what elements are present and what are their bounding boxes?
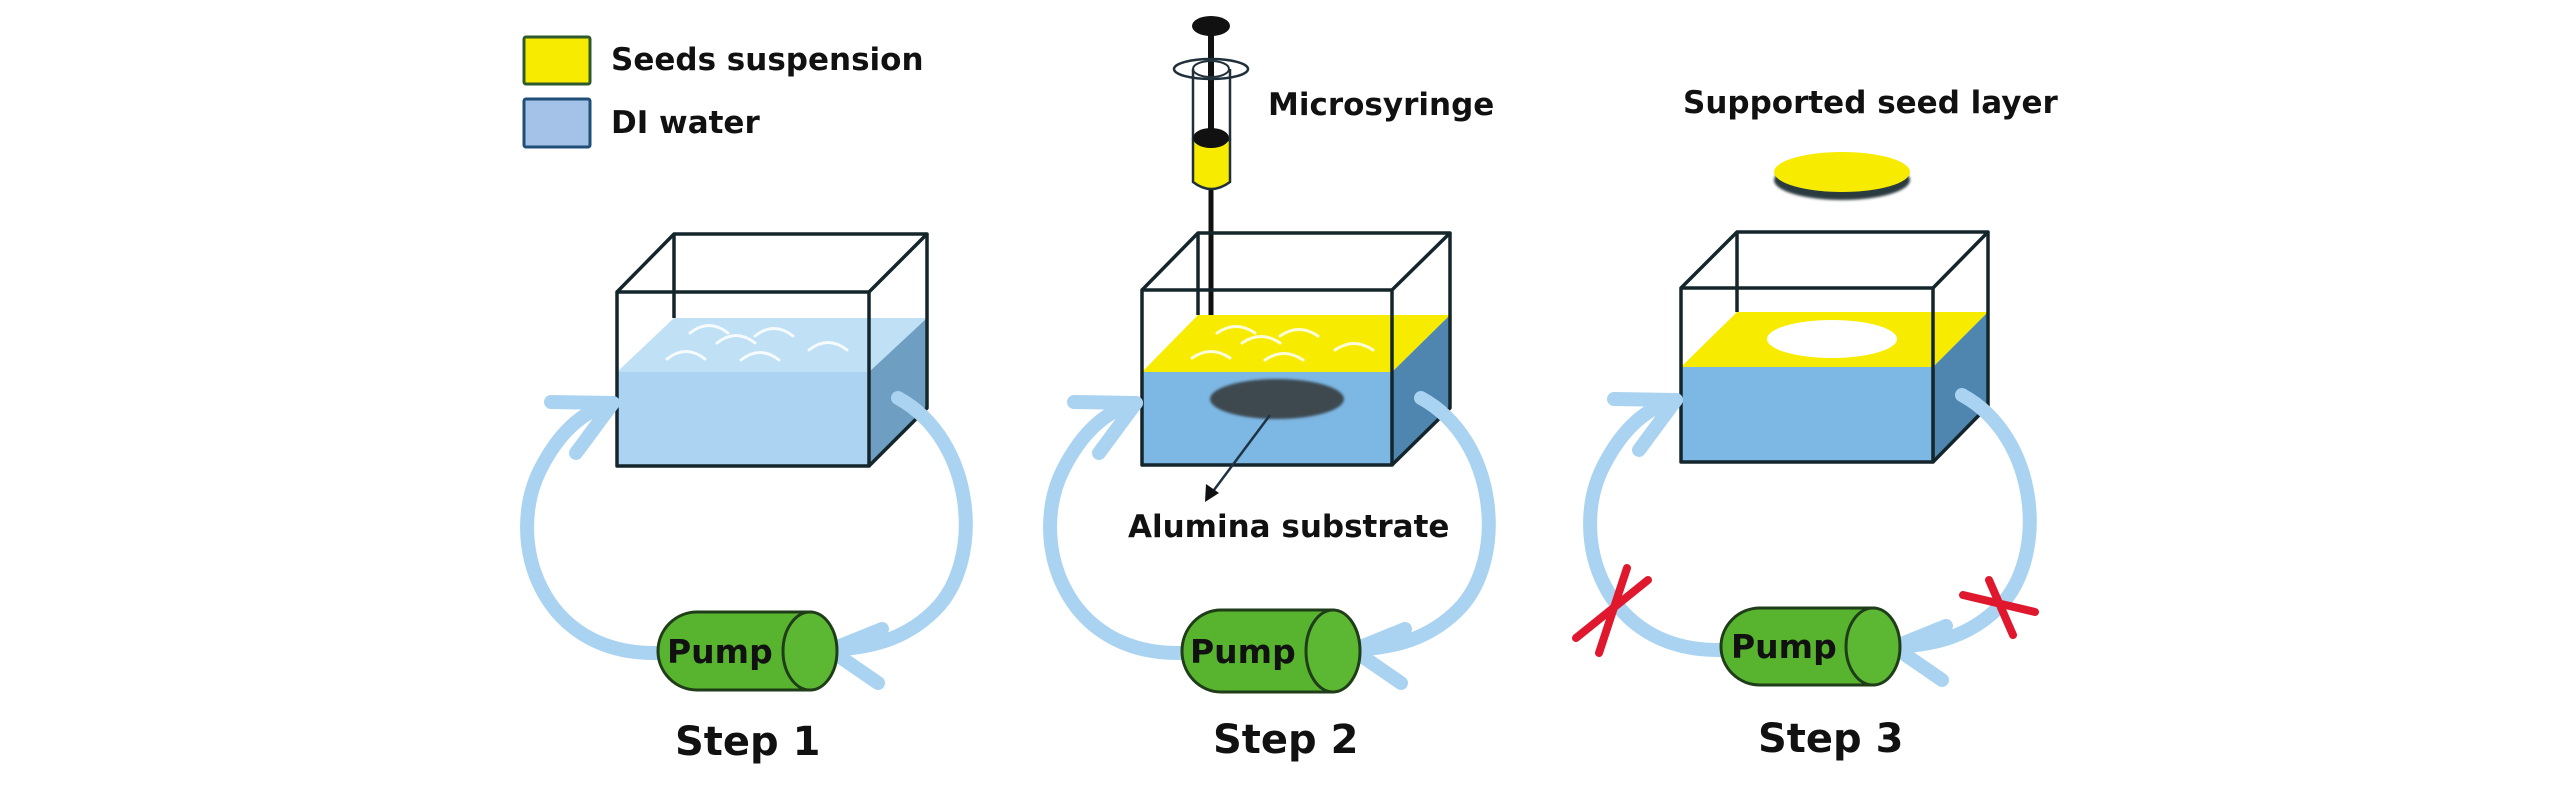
legend-item-di-water: DI water (522, 97, 760, 149)
flow-arrow-return (1043, 396, 1188, 661)
pump-step-2: Pump (1180, 608, 1362, 694)
flow-arrow-outlet (1887, 388, 2037, 654)
bubble (1240, 335, 1282, 345)
pump-label: Pump (1190, 632, 1296, 671)
tank-edge (615, 232, 929, 294)
syringe-plunger-cap (1192, 16, 1230, 36)
pump-body (1719, 606, 1875, 687)
pump-end (1844, 606, 1902, 687)
water-side (1933, 312, 1988, 462)
tank-edge (867, 234, 929, 468)
pump-step-1: Pump (656, 610, 839, 692)
arrowhead (1887, 619, 1953, 687)
pump-end (1304, 608, 1362, 694)
supported-seed-layer: Supported seed layer (1683, 85, 2058, 200)
tank-step-2 (1140, 231, 1452, 467)
bubble (665, 350, 707, 361)
x-stroke (1959, 591, 2039, 616)
syringe-fluid (1191, 138, 1232, 191)
water-front (1681, 367, 1933, 462)
flow-arrow-outlet (1346, 391, 1496, 657)
tank-edge (1679, 230, 1990, 290)
arrowhead (1607, 392, 1683, 457)
pump-end (781, 610, 839, 692)
flow-arrow-return (1583, 393, 1728, 658)
arrowhead (1067, 395, 1143, 460)
flow-loop-step-1 (520, 391, 973, 690)
substrate-hole (1767, 320, 1897, 358)
callout-arrowhead (1205, 484, 1219, 502)
seeds-surface (1142, 315, 1450, 372)
alumina-substrate-label: Alumina substrate (1128, 509, 1449, 545)
substrate-callout: Alumina substrate (1128, 414, 1449, 545)
bubble (1333, 342, 1375, 352)
syringe-flange (1172, 57, 1250, 81)
bubble (1278, 328, 1320, 338)
bubble (1263, 352, 1305, 362)
disc-top (1774, 152, 1910, 192)
bubble (753, 327, 795, 338)
step-label: Step 3 (1758, 716, 1903, 762)
flow-arrow-outlet (823, 391, 973, 657)
tank-edge (1390, 233, 1452, 467)
water-side (1392, 315, 1450, 465)
callout-line (1209, 414, 1272, 495)
syringe-plunger-head (1193, 128, 1229, 148)
bubble (807, 341, 849, 352)
legend-item-seeds-suspension: Seeds suspension (522, 35, 924, 86)
tank-edge (1679, 286, 1935, 464)
flow-arrow-return (520, 396, 664, 661)
pump-label: Pump (667, 632, 773, 671)
step-3: Supported seed layer (1572, 85, 2058, 762)
arrowhead (544, 395, 620, 460)
tank-edge (1140, 288, 1394, 467)
step-2: Microsyringe Alumina subst (1043, 16, 1496, 763)
bubble (715, 334, 757, 345)
water-front (617, 372, 869, 466)
legend: Seeds suspension DI water (522, 35, 924, 149)
bubble (739, 351, 781, 362)
x-mark-right (1959, 576, 2039, 639)
pump-label: Pump (1731, 627, 1837, 666)
x-stroke (1572, 576, 1652, 642)
pump-step-3: Pump (1719, 606, 1902, 687)
tank-edge (615, 290, 871, 468)
flow-blocked-marks (1572, 564, 2039, 657)
bubble (1215, 325, 1257, 335)
x-mark-left (1572, 564, 1652, 657)
microsyringe-label: Microsyringe (1268, 87, 1494, 123)
legend-label-water: DI water (611, 105, 760, 141)
step-label: Step 2 (1213, 717, 1358, 763)
surface-bubbles (1190, 325, 1375, 362)
step-1: Pump Step 1 (520, 232, 973, 765)
bubble (1190, 350, 1232, 360)
microsyringe: Microsyringe (1172, 16, 1494, 340)
alumina-substrate (1210, 379, 1344, 419)
bubble (688, 324, 730, 335)
tank-edge (1140, 231, 1452, 292)
tank-step-1 (615, 232, 929, 468)
legend-swatch-seeds (522, 35, 592, 86)
flow-loop-step-2 (1043, 391, 1496, 690)
step-label: Step 1 (675, 719, 820, 765)
surface-bubbles (665, 324, 849, 362)
legend-swatch-water (522, 97, 592, 149)
legend-label-seeds: Seeds suspension (611, 42, 924, 78)
tank-step-3 (1679, 230, 1990, 464)
pump-body (1180, 608, 1335, 694)
pump-body (656, 610, 812, 692)
supported-seed-layer-label: Supported seed layer (1683, 85, 2058, 121)
